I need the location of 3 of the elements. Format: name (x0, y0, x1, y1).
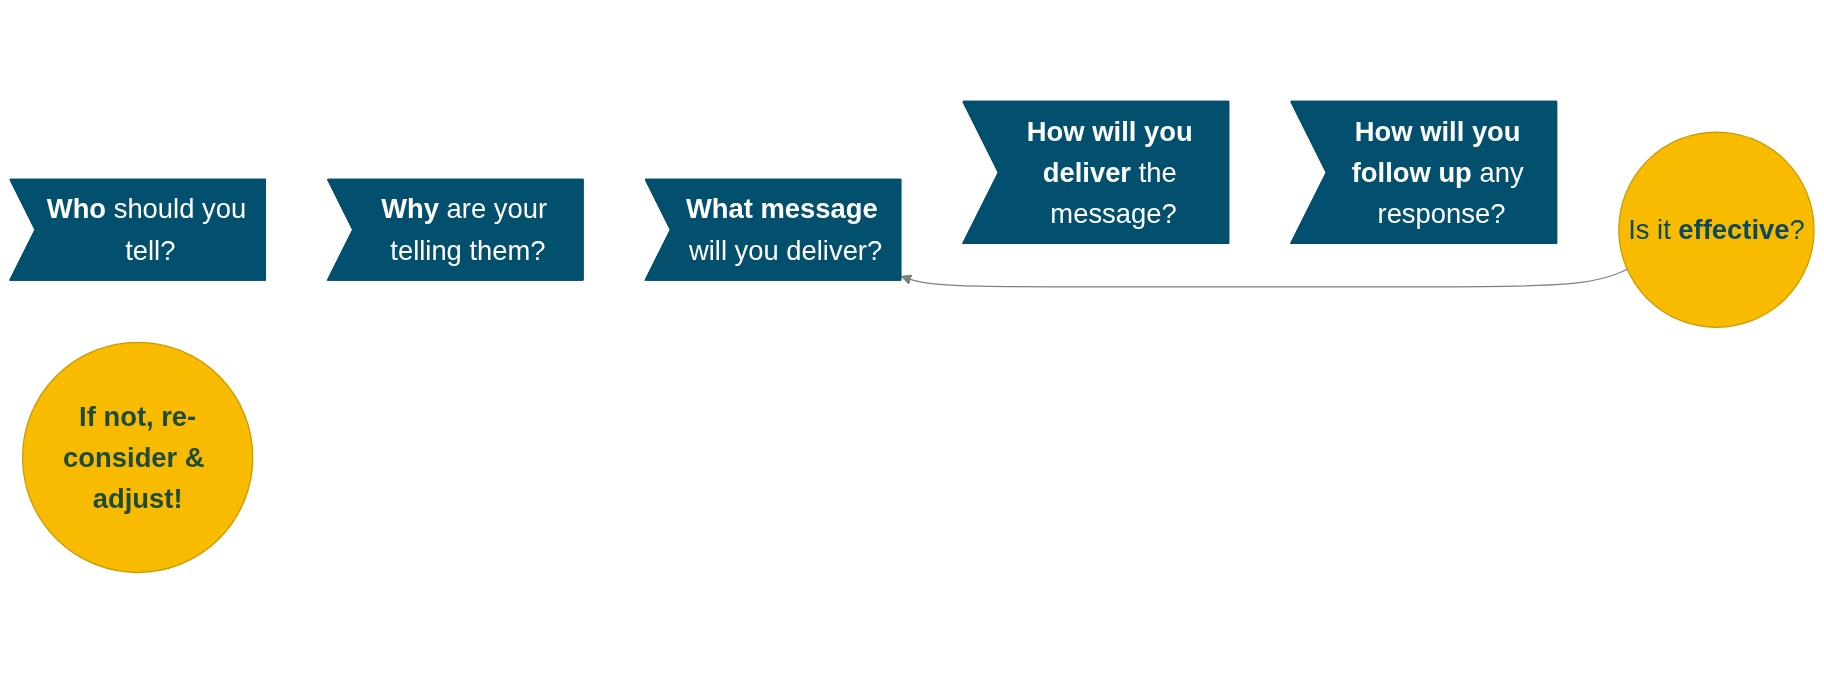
arrow (900, 268, 1628, 288)
node-circle: Is it effective? (1618, 131, 1815, 328)
node-circle: If not, re-consider & adjust! (21, 341, 254, 574)
